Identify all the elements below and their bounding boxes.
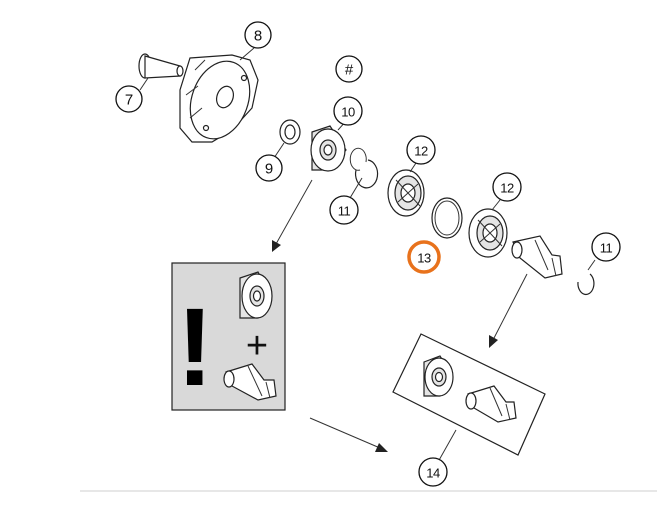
kit-shaft-icon (465, 385, 517, 423)
part-seal-ring (310, 125, 347, 172)
part-shaft (511, 235, 563, 279)
callout-circle (418, 457, 448, 487)
callout-label: 10 (341, 105, 355, 120)
callout-circle (115, 85, 143, 113)
part-impeller-plate (179, 54, 259, 143)
part-washer-9 (279, 119, 301, 145)
callout-11b: 11 (591, 232, 621, 262)
callout-circle (244, 21, 272, 49)
kit-seal-ring-icon (423, 355, 454, 397)
callout-11a: 11 (329, 195, 359, 225)
callout-12a: 12 (406, 135, 436, 165)
part-circlip-13 (431, 197, 463, 239)
part-bolt (138, 53, 184, 79)
part-circlip-11a (349, 147, 379, 189)
warning-shaft-icon (223, 363, 277, 401)
arrow-seal-to-warning (272, 179, 313, 252)
callout-10: 10 (333, 96, 363, 126)
callout-circle (333, 96, 363, 126)
callout-label: 14 (426, 466, 440, 481)
callout-7: 7 (115, 85, 143, 113)
callout-circle (591, 232, 621, 262)
callout-14: 14 (418, 457, 448, 487)
warning-exclamation: ! (177, 286, 214, 409)
warning-plus-sign: + (246, 325, 268, 367)
callout-label: 9 (265, 161, 273, 178)
callout-circle (329, 195, 359, 225)
callout-8: 8 (244, 21, 272, 49)
part-bearing-12b (468, 208, 508, 258)
callout-label: 11 (600, 241, 613, 256)
callout-circle (335, 55, 363, 83)
arrow-shaft-to-kit (489, 273, 528, 348)
warning-seal-ring-icon (239, 271, 273, 319)
callout-label: 11 (338, 204, 351, 219)
kit-box (392, 333, 546, 463)
callout-circle (407, 240, 441, 274)
callout-13: 13 (407, 240, 441, 274)
arrow-warning-to-kit (309, 417, 388, 452)
callout-label: 13 (417, 251, 431, 266)
callout-hash: # (335, 55, 363, 83)
callout-circle (406, 135, 436, 165)
callout-circle (255, 154, 283, 182)
callout-label: 7 (125, 92, 133, 109)
callout-circle (492, 172, 522, 202)
part-circlip-11b (577, 273, 595, 296)
part-bearing-12a (387, 169, 425, 217)
callout-12b: 12 (492, 172, 522, 202)
warning-box: ! + (171, 262, 286, 411)
callout-label: 12 (500, 181, 514, 196)
callout-label: 12 (414, 144, 428, 159)
callout-label: 8 (254, 28, 262, 45)
callout-9: 9 (255, 154, 283, 182)
callout-label: # (345, 62, 354, 79)
